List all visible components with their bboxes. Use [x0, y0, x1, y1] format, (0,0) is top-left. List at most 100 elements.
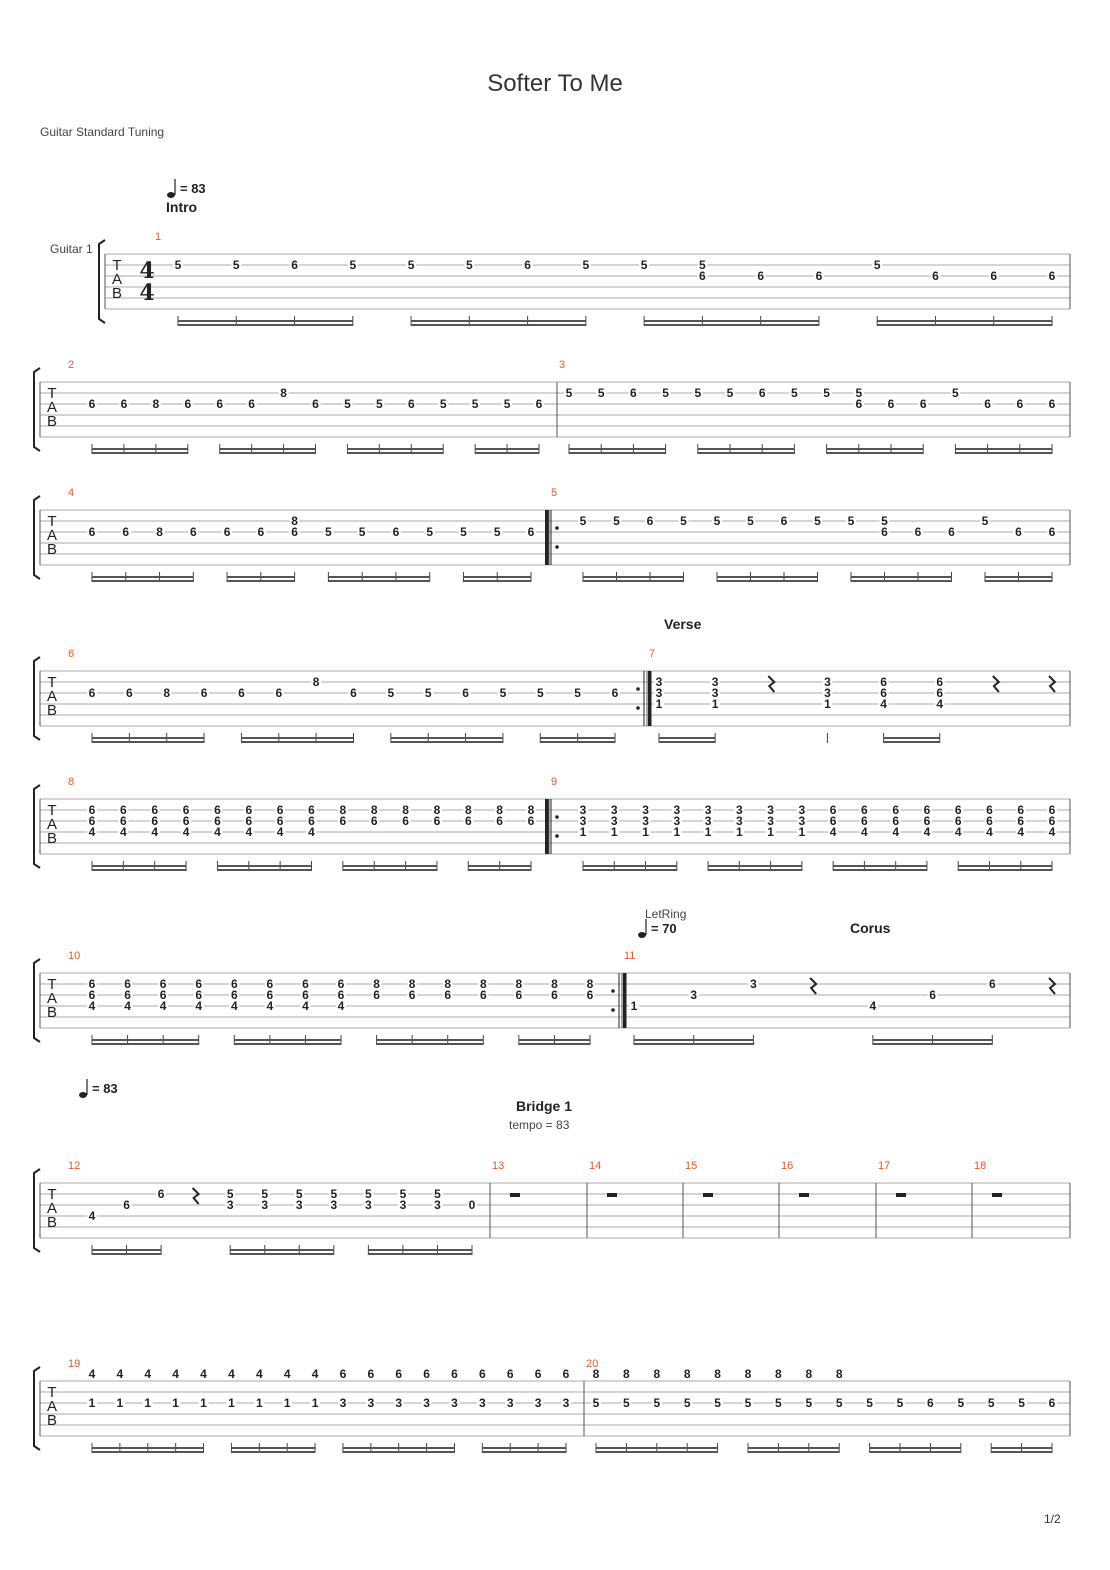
- beam: [92, 452, 188, 454]
- fret-number: 6: [781, 514, 788, 528]
- fret-number: 6: [830, 814, 837, 828]
- fret-mask: [337, 804, 348, 815]
- fret-mask: [734, 804, 745, 815]
- fret-mask: [87, 1210, 97, 1221]
- fret-number: 6: [338, 977, 345, 991]
- fret-mask: [987, 978, 998, 989]
- fret-number: 6: [986, 814, 993, 828]
- fret-mask: [385, 687, 396, 698]
- fret-mask: [822, 698, 833, 709]
- fret-number: 6: [984, 397, 991, 411]
- fret-mask: [1013, 526, 1024, 537]
- fret-mask: [173, 259, 183, 270]
- bar-number: 2: [68, 359, 74, 371]
- fret-mask: [449, 1397, 460, 1408]
- beam: [234, 1043, 341, 1045]
- fret-mask: [934, 698, 945, 709]
- fret-number: 5: [814, 514, 821, 528]
- fret-mask: [397, 1199, 408, 1210]
- fret-mask: [859, 815, 870, 826]
- beam: [475, 452, 539, 454]
- fret-mask: [773, 1368, 784, 1379]
- fret-mask: [118, 815, 129, 826]
- fret-mask: [1047, 804, 1057, 815]
- system-bracket: [33, 1366, 41, 1451]
- beam-secondary: [411, 320, 586, 322]
- beam: [241, 741, 354, 743]
- fret-number: 6: [367, 1367, 374, 1381]
- fret-mask: [1015, 815, 1026, 826]
- fret-number: 3: [535, 1396, 542, 1410]
- fret-mask: [822, 687, 833, 698]
- fret-number: 6: [1049, 397, 1056, 411]
- fret-number: 1: [228, 1396, 235, 1410]
- fret-mask: [651, 1368, 662, 1379]
- fret-number: 5: [494, 525, 501, 539]
- bar-number: 9: [551, 776, 557, 788]
- fret-number: 6: [924, 814, 931, 828]
- fret-number: 5: [823, 386, 830, 400]
- fret-number: 5: [775, 1396, 782, 1410]
- fret-number: 4: [151, 825, 158, 839]
- beam-secondary: [991, 1447, 1052, 1449]
- fret-mask: [513, 978, 524, 989]
- fret-mask: [710, 698, 721, 709]
- fret-number: 4: [880, 697, 887, 711]
- fret-mask: [369, 804, 380, 815]
- fret-mask: [336, 978, 346, 989]
- fret-number: 5: [791, 386, 798, 400]
- fret-number: 4: [830, 825, 837, 839]
- fret-number: 6: [1015, 525, 1022, 539]
- beam: [985, 580, 1052, 582]
- fret-mask: [342, 398, 353, 409]
- fret-mask: [578, 804, 588, 815]
- tab-clef-letter: A: [47, 688, 57, 705]
- fret-number: 6: [936, 686, 943, 700]
- beam: [883, 741, 940, 743]
- fret-number: 6: [612, 686, 619, 700]
- fret-mask: [725, 387, 735, 398]
- fret-mask: [212, 826, 223, 837]
- bar-number: 5: [551, 487, 557, 499]
- fret-mask: [87, 1397, 97, 1408]
- fret-mask: [87, 1000, 97, 1011]
- fret-number: 5: [566, 386, 573, 400]
- track-name: Guitar 1: [50, 242, 93, 256]
- fret-number: 4: [245, 825, 252, 839]
- beam: [342, 869, 437, 871]
- fret-mask: [255, 526, 266, 537]
- fret-number: 5: [866, 1396, 873, 1410]
- whole-rest: [992, 1193, 1002, 1197]
- fret-mask: [306, 804, 317, 815]
- beam: [958, 869, 1052, 871]
- beam-secondary: [883, 737, 940, 739]
- beam-secondary: [92, 1447, 204, 1449]
- fret-mask: [748, 978, 759, 989]
- fret-number: 3: [705, 814, 712, 828]
- beam: [92, 1253, 162, 1255]
- beam-secondary: [178, 320, 353, 322]
- beam: [851, 580, 952, 582]
- fret-number: 6: [302, 977, 309, 991]
- fret-number: 3: [580, 803, 587, 817]
- fret-mask: [879, 526, 890, 537]
- fret-mask: [259, 1199, 270, 1210]
- bar-number: 7: [649, 648, 655, 660]
- fret-number: 4: [256, 1367, 263, 1381]
- fret-number: 3: [451, 1396, 458, 1410]
- beam: [328, 580, 430, 582]
- fret-mask: [114, 1397, 125, 1408]
- beam-secondary: [376, 1039, 484, 1041]
- fret-number: 4: [124, 999, 131, 1013]
- fret-mask: [114, 1368, 125, 1379]
- fret-number: 5: [982, 514, 989, 528]
- fret-mask: [142, 1397, 153, 1408]
- fret-number: 5: [694, 386, 701, 400]
- fret-mask: [813, 270, 824, 281]
- fret-mask: [1047, 270, 1057, 281]
- beam: [219, 452, 316, 454]
- fret-number: 3: [611, 814, 618, 828]
- fret-mask: [87, 526, 97, 537]
- beam-secondary: [851, 576, 952, 578]
- fret-mask: [336, 1000, 346, 1011]
